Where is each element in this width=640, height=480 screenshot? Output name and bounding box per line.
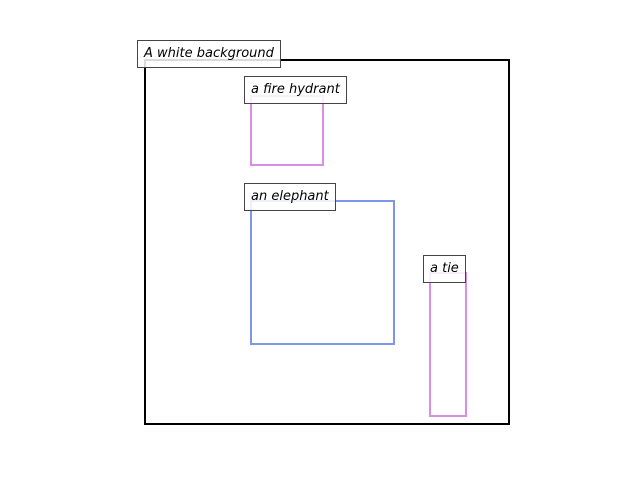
background-canvas (144, 59, 510, 425)
background-label: A white background (137, 40, 281, 68)
tie-label: a tie (423, 255, 466, 283)
elephant-box (250, 200, 395, 345)
fire-hydrant-label: a fire hydrant (244, 76, 347, 104)
tie-box (429, 272, 467, 417)
elephant-label: an elephant (244, 183, 336, 211)
fire-hydrant-box (250, 95, 324, 166)
